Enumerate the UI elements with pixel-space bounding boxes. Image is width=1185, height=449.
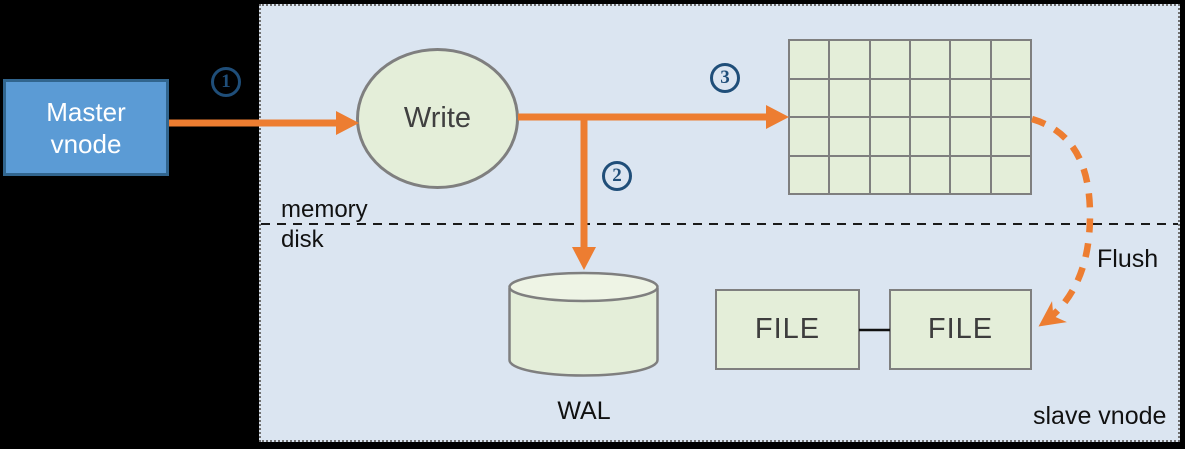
disk-label: disk [281,226,324,253]
file-box-2-label: FILE [927,313,994,345]
cylinder-top [508,271,659,303]
step-badge-2: 2 [602,161,632,191]
flush-label: Flush [1097,245,1159,273]
grid-cell [910,118,950,155]
grid-cell [991,156,1030,193]
grid-cell [951,41,990,78]
file-box-2: FILE [889,289,1032,370]
write-node-label: Write [403,102,472,134]
master-vnode-label-line2: vnode [50,128,122,159]
grid-cell [790,41,829,78]
step-3-number: 3 [720,67,730,88]
grid-cell [790,118,829,155]
cylinder-body [508,288,659,377]
slave-vnode-label: slave vnode [1033,402,1167,430]
grid-cell [790,156,829,193]
grid-cell [870,79,909,116]
grid-cell [870,118,909,155]
step-2-number: 2 [612,165,622,186]
grid-cell [790,79,829,116]
memory-label: memory [281,196,368,223]
file-box-1-label: FILE [754,313,821,345]
grid-cell [991,118,1030,155]
master-vnode-box: Master vnode [3,79,169,176]
grid-cell [951,118,990,155]
grid-cell [910,156,950,193]
grid-cell [910,41,950,78]
step-1-number: 1 [221,71,231,92]
mem-grid [788,39,1032,195]
grid-cell [830,41,869,78]
grid-cell [951,156,990,193]
grid-cell [830,79,869,116]
master-vnode-label-line1: Master [46,96,126,127]
grid-cell [910,79,950,116]
grid-cell [870,156,909,193]
wal-label: WAL [557,397,611,425]
step-badge-1: 1 [211,67,241,97]
grid-cell [830,156,869,193]
grid-cell [991,79,1030,116]
step-badge-3: 3 [710,63,740,93]
grid-cell [951,79,990,116]
grid-cell [870,41,909,78]
grid-cell [830,118,869,155]
wal-cylinder [508,271,659,377]
grid-cell [991,41,1030,78]
write-node: Write [356,48,519,189]
file-box-1: FILE [715,289,860,370]
